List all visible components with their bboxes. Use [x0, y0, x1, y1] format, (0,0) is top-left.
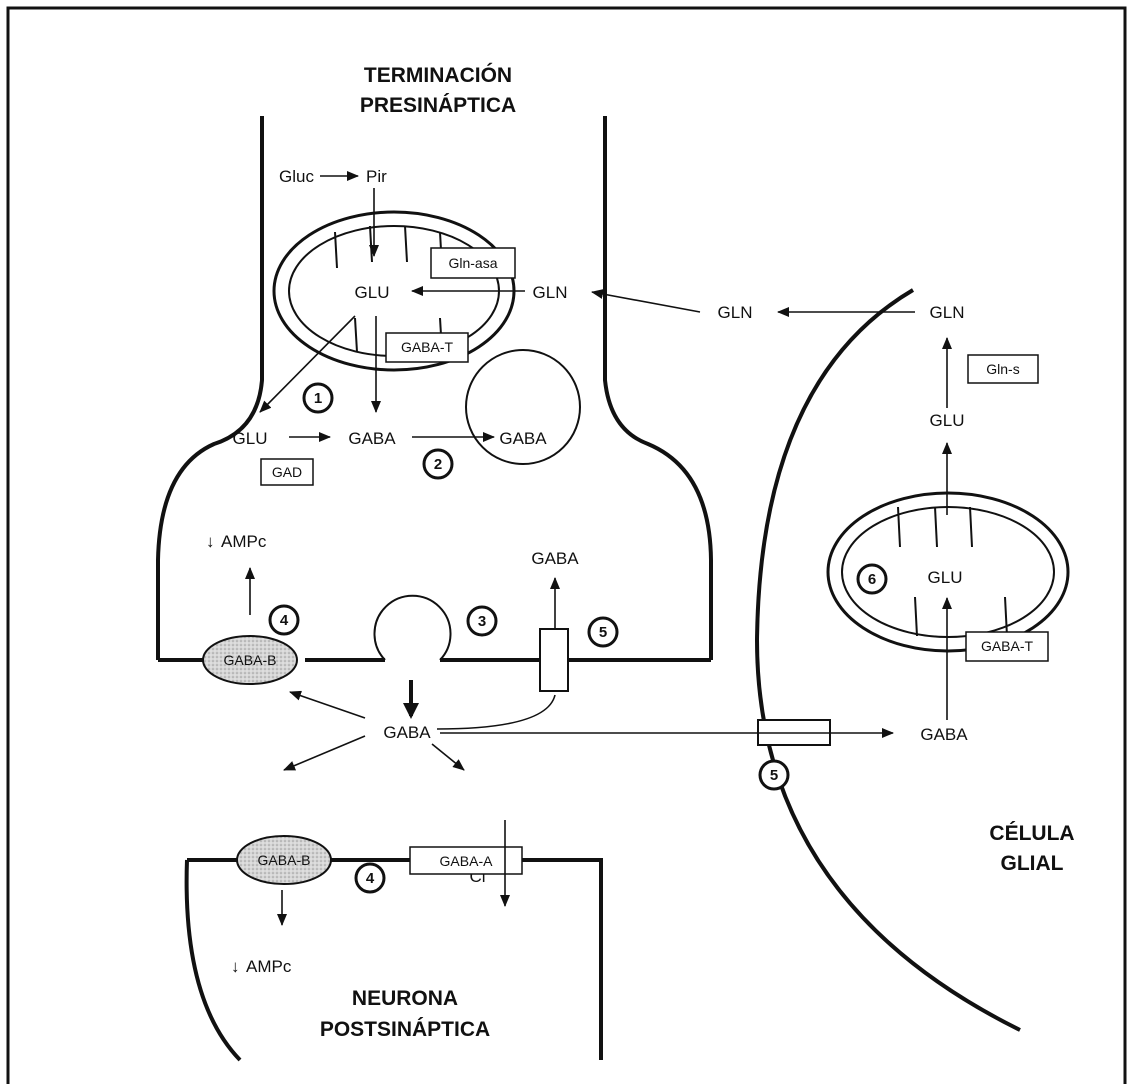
- presynaptic-gaba-transporter: [539, 628, 569, 692]
- down-arrow-icon: ↓: [206, 532, 215, 551]
- svg-text:Gln-s: Gln-s: [986, 361, 1019, 377]
- svg-text:5: 5: [770, 767, 778, 784]
- glu-glial-mito-label: GLU: [928, 568, 963, 587]
- gaba-cleft-label: GABA: [383, 723, 431, 742]
- glial-title-line2: GLIAL: [1001, 852, 1064, 875]
- svg-text:GAD: GAD: [272, 464, 302, 480]
- step-badge-2: 2: [422, 448, 454, 480]
- ampc-postsynaptic-label: AMPc: [246, 957, 292, 976]
- pir-label: Pir: [366, 167, 387, 186]
- step-badge-6: 6: [856, 563, 888, 595]
- gln-glial-label: GLN: [930, 303, 965, 322]
- postsynaptic-membrane-left: [184, 859, 242, 1062]
- down-arrow-icon: ↓: [231, 957, 240, 976]
- pathway-arrows: [245, 171, 952, 926]
- glu-glial-label: GLU: [930, 411, 965, 430]
- fusing-vesicle: [373, 594, 452, 661]
- svg-text:GABA-B: GABA-B: [224, 652, 277, 668]
- gaba-to-transporter-curve: [436, 694, 556, 730]
- glu-cytosol-label: GLU: [233, 429, 268, 448]
- gaba-t-presynaptic-enzyme-box: GABA-T: [385, 332, 469, 363]
- gaba-t-glial-enzyme-box: GABA-T: [965, 631, 1049, 662]
- glial-membrane: [754, 288, 1021, 1032]
- svg-text:4: 4: [366, 870, 375, 887]
- step-badge-5-glial: 5: [758, 759, 790, 791]
- presynaptic-title-line1: TERMINACIÓN: [364, 63, 512, 87]
- synaptic-vesicle: [465, 349, 581, 465]
- svg-text:GABA-T: GABA-T: [981, 638, 1034, 654]
- svg-text:Gln-asa: Gln-asa: [448, 255, 497, 271]
- step-badge-3: 3: [466, 605, 498, 637]
- glu-mito-label: GLU: [355, 283, 390, 302]
- gln-presynaptic-label: GLN: [533, 283, 568, 302]
- presynaptic-membrane-left: [156, 116, 264, 660]
- figure-frame: [6, 6, 1127, 1084]
- svg-text:GABA-A: GABA-A: [440, 853, 494, 869]
- gaba-b-postsynaptic-receptor: GABA-B: [236, 835, 332, 885]
- gad-enzyme-box: GAD: [260, 458, 314, 486]
- step-badge-4-presynaptic: 4: [268, 604, 300, 636]
- gaba-a-receptor: GABA-A: [409, 846, 523, 875]
- gaba-cytosol-label: GABA: [348, 429, 396, 448]
- step-badge-4-postsynaptic: 4: [354, 862, 386, 894]
- presynaptic-membrane-right: [603, 116, 713, 660]
- gaba-reuptake-label: GABA: [531, 549, 579, 568]
- svg-text:2: 2: [434, 456, 442, 473]
- step-badge-1: 1: [302, 382, 334, 414]
- svg-text:GABA-T: GABA-T: [401, 339, 454, 355]
- glial-title-line1: CÉLULA: [989, 822, 1074, 845]
- presynaptic-title-line2: PRESINÁPTICA: [360, 94, 516, 117]
- step-badge-5-presynaptic: 5: [587, 616, 619, 648]
- postsynaptic-membrane-right: [522, 858, 603, 1060]
- svg-text:4: 4: [280, 612, 289, 629]
- svg-text:GABA-B: GABA-B: [258, 852, 311, 868]
- svg-text:5: 5: [599, 624, 607, 641]
- gln-uptake-arrow: [591, 289, 701, 313]
- svg-text:6: 6: [868, 571, 876, 588]
- glu-exit-arrow: [259, 315, 356, 413]
- gluc-label: Gluc: [279, 167, 314, 186]
- ampc-presynaptic-label: AMPc: [221, 532, 267, 551]
- gaba-b-presynaptic-receptor: GABA-B: [202, 635, 298, 685]
- postsynaptic-title-line2: POSTSINÁPTICA: [320, 1018, 490, 1041]
- gaba-vesicle-label: GABA: [499, 429, 547, 448]
- postsynaptic-title-line1: NEURONA: [352, 987, 458, 1010]
- svg-text:3: 3: [478, 613, 486, 630]
- svg-text:1: 1: [314, 390, 322, 407]
- gaba-to-post-gaba-b-arrow: [283, 735, 366, 771]
- gln-asa-enzyme-box: Gln-asa: [430, 247, 516, 279]
- gaba-to-pre-gaba-b-arrow: [289, 690, 366, 719]
- gln-extracellular-label: GLN: [718, 303, 753, 322]
- gaba-to-gaba-a-arrow: [431, 743, 465, 771]
- glial-mitochondrion: [826, 491, 1070, 653]
- gaba-glial-label: GABA: [920, 725, 968, 744]
- gln-s-enzyme-box: Gln-s: [967, 354, 1039, 384]
